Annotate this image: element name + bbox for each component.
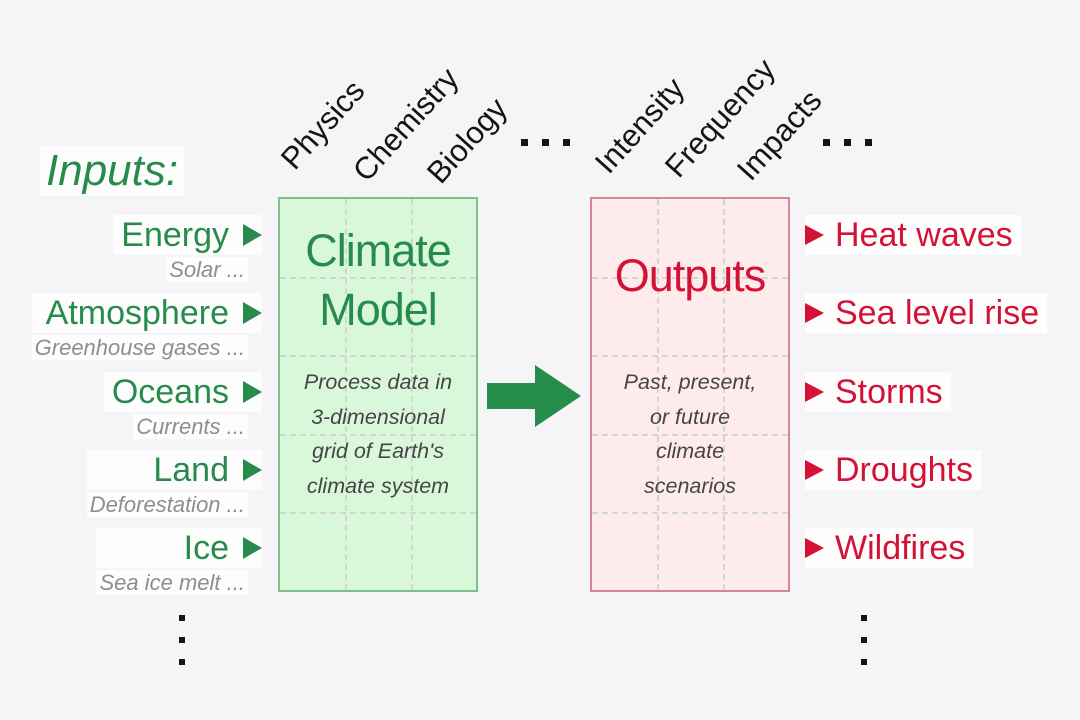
output-label: Storms [835,373,943,411]
grid-line [280,433,476,436]
input-item-energy: Energy Solar ... [113,215,262,284]
grid-line [410,199,413,590]
outputs-box: Outputs Past, present, or future climate… [590,197,790,592]
ellipsis-more-model-columns [521,139,570,146]
output-label: Sea level rise [835,294,1040,332]
grid-line [345,199,348,590]
output-label: Droughts [835,451,973,489]
ellipsis-more-inputs [179,615,185,665]
grid-line [280,355,476,358]
input-label: Energy [121,216,229,254]
output-item-droughts: Droughts [805,450,981,490]
input-item-atmosphere: Atmosphere Greenhouse gases ... [31,293,262,362]
input-label: Land [153,451,229,489]
flow-arrow [487,383,536,409]
right-triangle-icon [805,538,824,558]
outputs-title: Outputs [614,250,767,301]
input-label: Ice [183,529,229,567]
outputs-description: Past, present, or future climate scenari… [623,370,757,498]
climate-model-title: Climate Model [305,225,452,335]
grid-line [657,199,660,590]
input-detail: Solar ... [166,257,248,282]
climate-model-box: Climate Model Process data in 3-dimensio… [278,197,478,592]
climate-model-description: Process data in 3-dimensional grid of Ea… [303,370,453,498]
right-triangle-icon [805,225,824,245]
input-item-ice: Ice Sea ice melt ... [96,528,262,597]
output-label: Wildfires [835,529,966,567]
output-item-heat-waves: Heat waves [805,215,1021,255]
ellipsis-more-output-columns [823,139,872,146]
output-item-storms: Storms [805,372,951,412]
input-label: Oceans [111,373,229,411]
input-detail: Greenhouse gases ... [31,335,248,360]
input-item-land: Land Deforestation ... [86,450,262,519]
input-label: Atmosphere [45,294,229,332]
grid-line [592,433,788,436]
right-triangle-icon [243,224,262,246]
right-triangle-icon [243,381,262,403]
grid-line [280,511,476,514]
right-triangle-icon [243,537,262,559]
grid-line [592,511,788,514]
right-triangle-icon [805,460,824,480]
grid-line [722,199,725,590]
input-detail: Currents ... [133,414,248,439]
right-triangle-icon [243,459,262,481]
right-triangle-icon [243,302,262,324]
output-item-wildfires: Wildfires [805,528,974,568]
inputs-heading: Inputs: [40,146,185,196]
flow-arrow-head [535,365,581,427]
grid-line [280,277,476,280]
grid-line [592,355,788,358]
right-triangle-icon [805,382,824,402]
output-item-sea-level-rise: Sea level rise [805,293,1048,333]
grid-line [592,277,788,280]
input-detail: Deforestation ... [86,492,248,517]
right-triangle-icon [805,303,824,323]
input-detail: Sea ice melt ... [96,570,248,595]
output-label: Heat waves [835,216,1013,254]
input-item-oceans: Oceans Currents ... [103,372,262,441]
ellipsis-more-outputs [861,615,867,665]
